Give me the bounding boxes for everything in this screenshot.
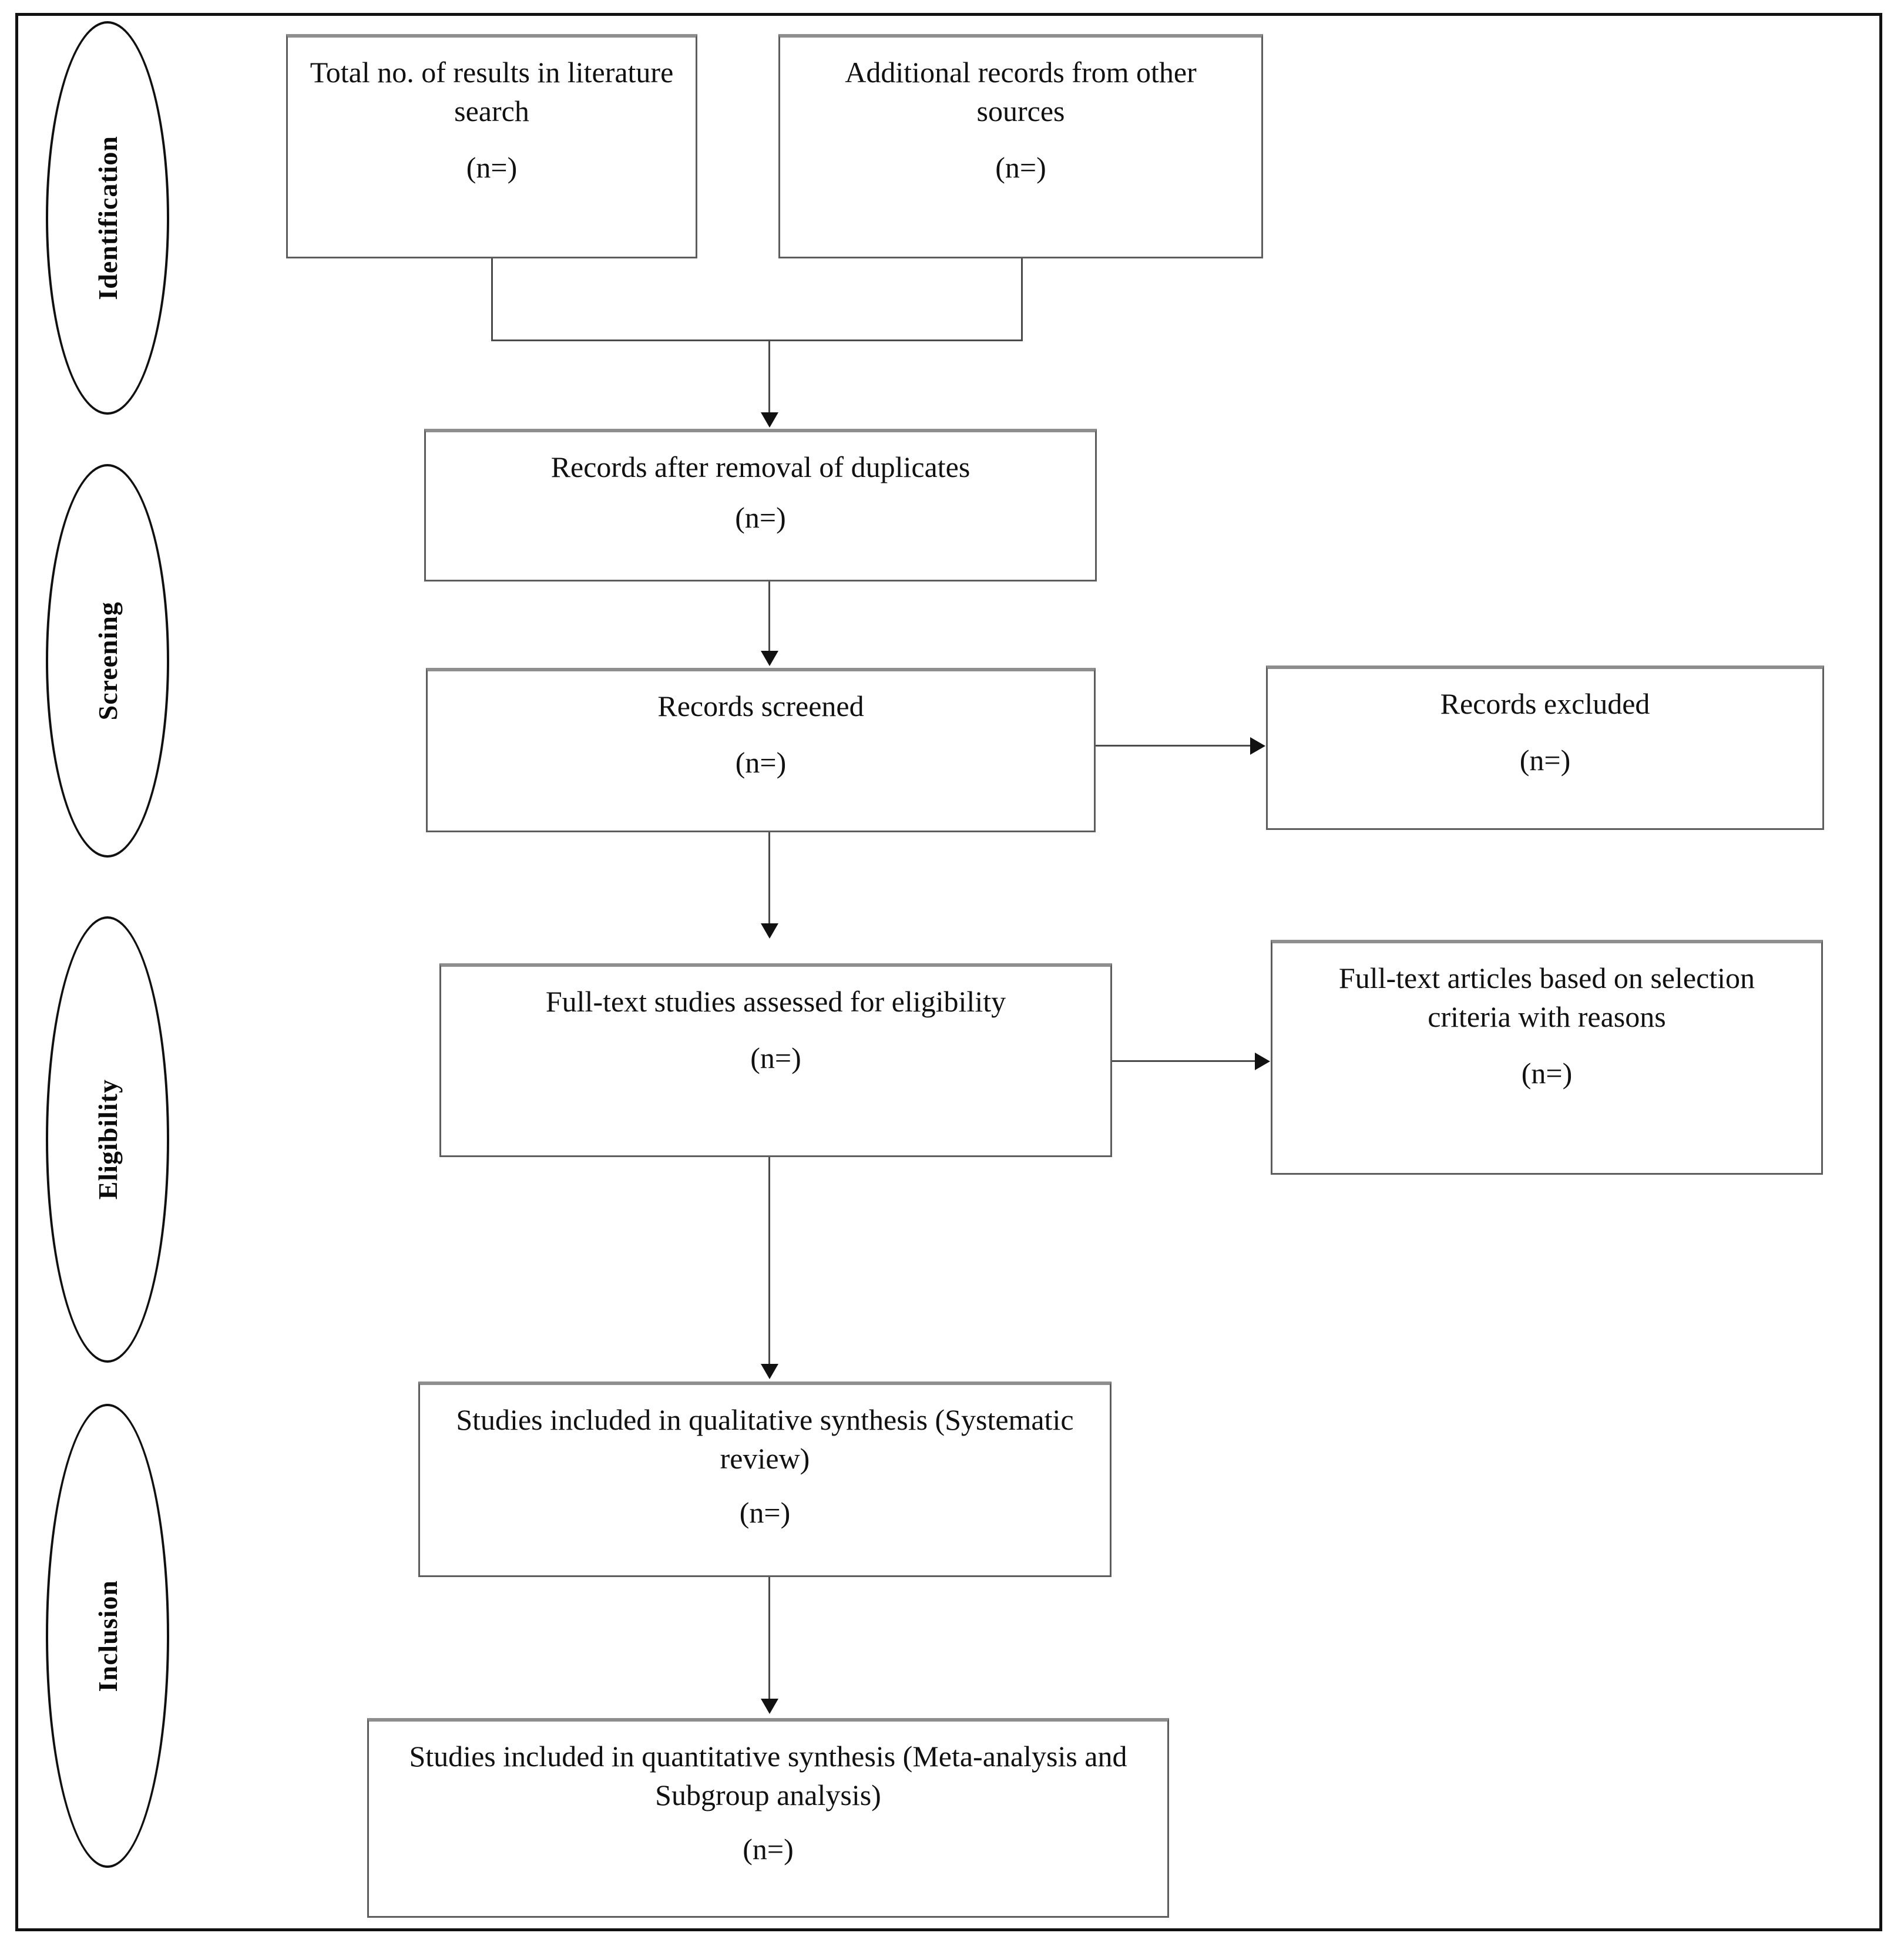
- node-other-sources-count: (n=): [995, 151, 1046, 184]
- arrowhead-to-after-duplicates: [761, 412, 778, 428]
- node-quantitative-synthesis-title: Studies included in quantitative synthes…: [409, 1740, 1127, 1811]
- arrowhead-to-fulltext-assessed: [761, 923, 778, 939]
- node-qualitative-synthesis: Studies included in qualitative synthesi…: [418, 1381, 1111, 1577]
- node-literature-search: Total no. of results in literature searc…: [286, 34, 697, 258]
- node-after-duplicates-count: (n=): [735, 501, 786, 534]
- node-other-sources-title: Additional records from other sources: [845, 56, 1197, 127]
- arrowhead-to-fulltext-excluded: [1255, 1053, 1270, 1070]
- node-fulltext-assessed: Full-text studies assessed for eligibili…: [439, 963, 1112, 1157]
- node-quantitative-synthesis: Studies included in quantitative synthes…: [367, 1718, 1169, 1918]
- node-fulltext-assessed-count: (n=): [750, 1041, 801, 1074]
- node-records-screened-title: Records screened: [657, 690, 864, 722]
- node-after-duplicates-title: Records after removal of duplicates: [550, 451, 971, 483]
- connector-merge-down: [768, 339, 770, 416]
- stage-label-identification: Identification: [92, 136, 123, 300]
- connector-screened-to-fulltext: [768, 832, 770, 926]
- arrowhead-to-quantitative: [761, 1699, 778, 1714]
- stage-label-eligibility: Eligibility: [92, 1079, 123, 1200]
- connector-qualitative-to-quantitative: [768, 1577, 770, 1702]
- node-literature-search-title: Total no. of results in literature searc…: [310, 56, 674, 127]
- arrowhead-to-qualitative: [761, 1364, 778, 1379]
- stage-label-screening: Screening: [92, 601, 123, 721]
- stage-ellipse-identification: Identification: [46, 21, 169, 415]
- node-other-sources: Additional records from other sources (n…: [778, 34, 1263, 258]
- node-records-screened-count: (n=): [735, 746, 787, 779]
- arrowhead-to-records-excluded: [1250, 737, 1265, 755]
- stage-ellipse-screening: Screening: [46, 464, 169, 858]
- node-quantitative-synthesis-count: (n=): [743, 1833, 794, 1865]
- node-qualitative-synthesis-count: (n=): [739, 1496, 791, 1529]
- node-literature-search-count: (n=): [466, 151, 518, 184]
- node-fulltext-excluded-count: (n=): [1521, 1057, 1573, 1090]
- arrowhead-to-records-screened: [761, 651, 778, 666]
- node-fulltext-excluded-title: Full-text articles based on selection cr…: [1338, 962, 1755, 1033]
- connector-screened-to-excluded: [1096, 745, 1251, 747]
- connector-merge-bar: [491, 339, 1023, 341]
- node-records-excluded: Records excluded (n=): [1266, 665, 1824, 830]
- connector-literature-search-down: [491, 258, 493, 341]
- node-fulltext-excluded: Full-text articles based on selection cr…: [1271, 940, 1823, 1175]
- node-records-excluded-count: (n=): [1519, 744, 1571, 777]
- node-after-duplicates: Records after removal of duplicates (n=): [424, 429, 1097, 581]
- stage-label-inclusion: Inclusion: [92, 1579, 123, 1692]
- node-qualitative-synthesis-title: Studies included in qualitative synthesi…: [456, 1403, 1074, 1475]
- connector-fulltext-to-excluded: [1112, 1060, 1256, 1062]
- connector-duplicates-to-screened: [768, 581, 770, 653]
- connector-fulltext-to-qualitative: [768, 1157, 770, 1369]
- node-records-screened: Records screened (n=): [426, 668, 1096, 832]
- node-fulltext-assessed-title: Full-text studies assessed for eligibili…: [545, 985, 1006, 1018]
- stage-ellipse-inclusion: Inclusion: [46, 1404, 169, 1868]
- connector-other-sources-down: [1021, 258, 1023, 341]
- node-records-excluded-title: Records excluded: [1440, 687, 1650, 720]
- stage-ellipse-eligibility: Eligibility: [46, 916, 169, 1363]
